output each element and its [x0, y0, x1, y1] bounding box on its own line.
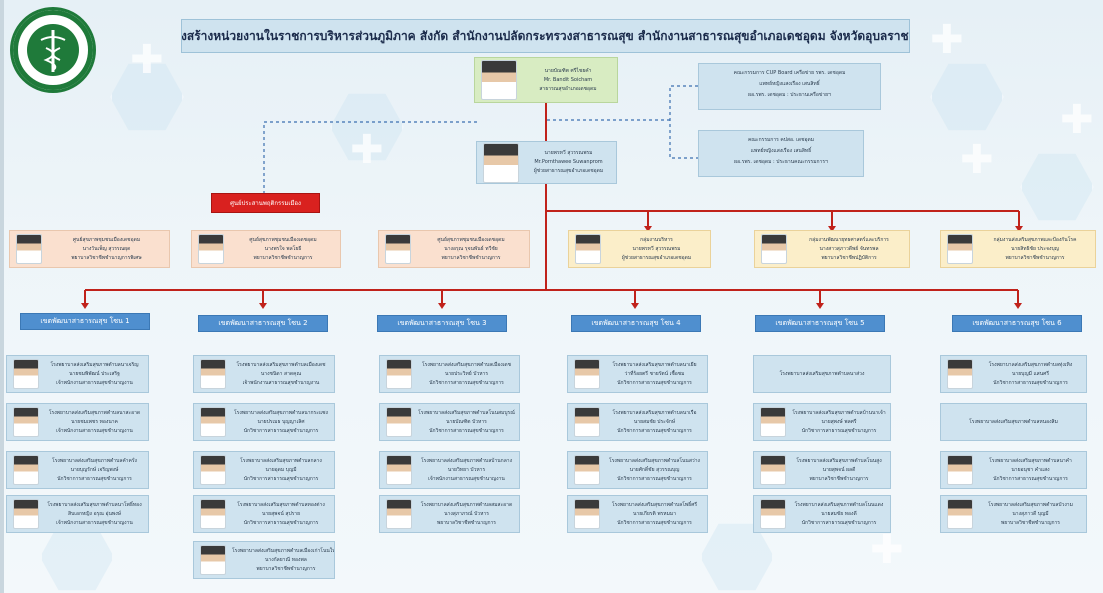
staff-photo [16, 234, 42, 264]
page-title: โครงสร้างหน่วยงานในราชการบริหารส่วนภูมิภ… [181, 19, 910, 53]
health-unit-card: โรงพยาบาลส่งเสริมสุขภาพตำบลบ้านนาเจ้านาย… [753, 403, 891, 441]
staff-photo [200, 359, 226, 389]
center-card: ศูนย์สุขภาพชุมชนเมืองเดชอุดมนางอรุณ รุจน… [378, 230, 530, 268]
staff-photo [198, 234, 224, 264]
staff-photo [947, 234, 973, 264]
officer-name-en: Mr.Pornthawee Suwanprom [534, 159, 603, 165]
staff-photo [200, 455, 226, 485]
cup-board-committee: คณะกรรมการ CUP Board เครือข่าย รพร. เดชอ… [698, 63, 881, 110]
chief-officer-card: นายบัณฑิต ศรีไชยคำ Mr. Bandit Soicham สา… [474, 57, 618, 103]
staff-photo [575, 234, 601, 264]
health-unit-card: โรงพยาบาลส่งเสริมสุขภาพตำบลนากระแซงนายปร… [193, 403, 335, 441]
staff-photo [574, 359, 600, 389]
staff-photo [13, 499, 39, 529]
health-unit-card: โรงพยาบาลส่งเสริมสุขภาพตำบลนาส่วง [753, 355, 891, 393]
health-unit-card: โรงพยาบาลส่งเสริมสุขภาพตำบลนาคำนายอนุชา … [940, 451, 1087, 489]
health-unit-card: โรงพยาบาลส่งเสริมสุขภาพตำบลโนนสมบูรณ์นาย… [379, 403, 520, 441]
admin-group-card: กลุ่มงานบริหารนายพรทวี สุวรรณพรมผู้ช่วยส… [568, 230, 711, 268]
zone-2-header: เขตพัฒนาสาธารณสุข โซน 2 [198, 315, 328, 332]
health-unit-card: โรงพยาบาลส่งเสริมสุขภาพตำบลกลางนายอุดม บ… [193, 451, 335, 489]
health-unit-card: โรงพยาบาลส่งเสริมสุขภาพตำบลเมืองเดชนายปร… [379, 355, 520, 393]
officer-name: นายพรทวี สุวรรณพรม [544, 150, 593, 156]
staff-photo [574, 407, 600, 437]
zone-3-header: เขตพัฒนาสาธารณสุข โซน 3 [377, 315, 507, 332]
staff-photo [760, 499, 786, 529]
staff-photo [386, 455, 412, 485]
staff-photo [13, 407, 39, 437]
health-unit-card: โรงพยาบาลส่งเสริมสุขภาพตำบลสมสะอาดนางสุภ… [379, 495, 520, 533]
health-unit-card: โรงพยาบาลส่งเสริมสุขภาพตำบลโพธิ์ศรีนายเก… [567, 495, 708, 533]
staff-photo [385, 234, 411, 264]
health-unit-card: โรงพยาบาลส่งเสริมสุขภาพตำบลหนองสิม [940, 403, 1087, 441]
health-unit-card: โรงพยาบาลส่งเสริมสุขภาพตำบลทุ่งเทิงนายบุ… [940, 355, 1087, 393]
staff-photo [760, 455, 786, 485]
window-edge [0, 0, 4, 593]
zone-1-header: เขตพัฒนาสาธารณสุข โซน 1 [20, 313, 150, 330]
prevention-group-card: กลุ่มงานส่งเสริมสุขภาพและป้องกันโรคนายสิ… [940, 230, 1096, 268]
staff-photo [947, 455, 973, 485]
health-unit-card: โรงพยาบาลส่งเสริมสุขภาพตำบลนาเจริญนายชมพ… [6, 355, 149, 393]
staff-photo [200, 499, 226, 529]
district-health-committee: คณะกรรมการ คปสอ. เดชอุดม แพทย์หญิงแสงเรื… [698, 130, 864, 177]
officer-photo [481, 60, 517, 100]
health-unit-card: โรงพยาบาลส่งเสริมสุขภาพตำบลบ้านกลางนายวิ… [379, 451, 520, 489]
staff-photo [947, 359, 973, 389]
urban-coordination-label: ศูนย์ประสานพฤติกรรมเมือง [211, 193, 320, 213]
health-unit-card: โรงพยาบาลส่งเสริมสุขภาพตำบลนาเยียว่าที่ร… [567, 355, 708, 393]
strategy-group-card: กลุ่มงานพัฒนายุทธศาสตร์และบริการนางสาวสุ… [754, 230, 910, 268]
center-card: ศูนย์สุขภาพชุมชนเมืองเดชอุดมนางวันเพ็ญ ส… [9, 230, 170, 268]
health-unit-card: โรงพยาบาลส่งเสริมสุขภาพตำบลเมืองเก่าโนนใ… [193, 541, 335, 579]
officer-photo [483, 142, 519, 183]
staff-photo [761, 234, 787, 264]
staff-photo [947, 499, 973, 529]
health-unit-card: โรงพยาบาลส่งเสริมสุขภาพตำบลเมืองเดชนางชน… [193, 355, 335, 393]
officer-name: นายบัณฑิต ศรีไชยคำ [544, 67, 592, 74]
staff-photo [386, 499, 412, 529]
health-unit-card: โรงพยาบาลส่งเสริมสุขภาพตำบลคำครั่งนายบุญ… [6, 451, 149, 489]
health-unit-card: โรงพยาบาลส่งเสริมสุขภาพตำบลนาโพธิ์ทองสิบ… [6, 495, 149, 533]
staff-photo [574, 499, 600, 529]
staff-photo [13, 359, 39, 389]
ministry-logo [10, 7, 96, 93]
staff-photo [386, 359, 412, 389]
health-unit-card: โรงพยาบาลส่งเสริมสุขภาพตำบลบัวงามนางสุภา… [940, 495, 1087, 533]
center-card: ศูนย์สุขภาพชุมชนเมืองเดชอุดมนางพรใจ พลโย… [191, 230, 341, 268]
officer-position: ผู้ช่วยสาธารณสุขอำเภอเดชอุดม [533, 168, 604, 174]
deputy-officer-card: นายพรทวี สุวรรณพรม Mr.Pornthawee Suwanpr… [476, 141, 617, 184]
staff-photo [574, 455, 600, 485]
staff-photo [386, 407, 412, 437]
health-unit-card: โรงพยาบาลส่งเสริมสุขภาพตำบลโนนแดงนายสมชั… [753, 495, 891, 533]
staff-photo [200, 545, 226, 575]
health-unit-card: โรงพยาบาลส่งเสริมสุขภาพตำบลนาสะอาดนายชมเ… [6, 403, 149, 441]
staff-photo [13, 455, 39, 485]
staff-photo [760, 407, 786, 437]
health-unit-card: โรงพยาบาลส่งเสริมสุขภาพตำบลทองต่างนายสุพ… [193, 495, 335, 533]
zone-6-header: เขตพัฒนาสาธารณสุข โซน 6 [952, 315, 1082, 332]
caduceus-icon [13, 10, 93, 90]
officer-position: สาธารณสุขอำเภอเดชอุดม [539, 85, 597, 92]
zone-5-header: เขตพัฒนาสาธารณสุข โซน 5 [755, 315, 885, 332]
zone-4-header: เขตพัฒนาสาธารณสุข โซน 4 [571, 315, 701, 332]
officer-name-en: Mr. Bandit Soicham [543, 76, 593, 83]
health-unit-card: โรงพยาบาลส่งเสริมสุขภาพตำบลนาเรือนายสมชั… [567, 403, 708, 441]
health-unit-card: โรงพยาบาลส่งเสริมสุขภาพตำบลโนนสูงนายสุพจ… [753, 451, 891, 489]
staff-photo [200, 407, 226, 437]
health-unit-card: โรงพยาบาลส่งเสริมสุขภาพตำบลโนนสว่างนายศั… [567, 451, 708, 489]
